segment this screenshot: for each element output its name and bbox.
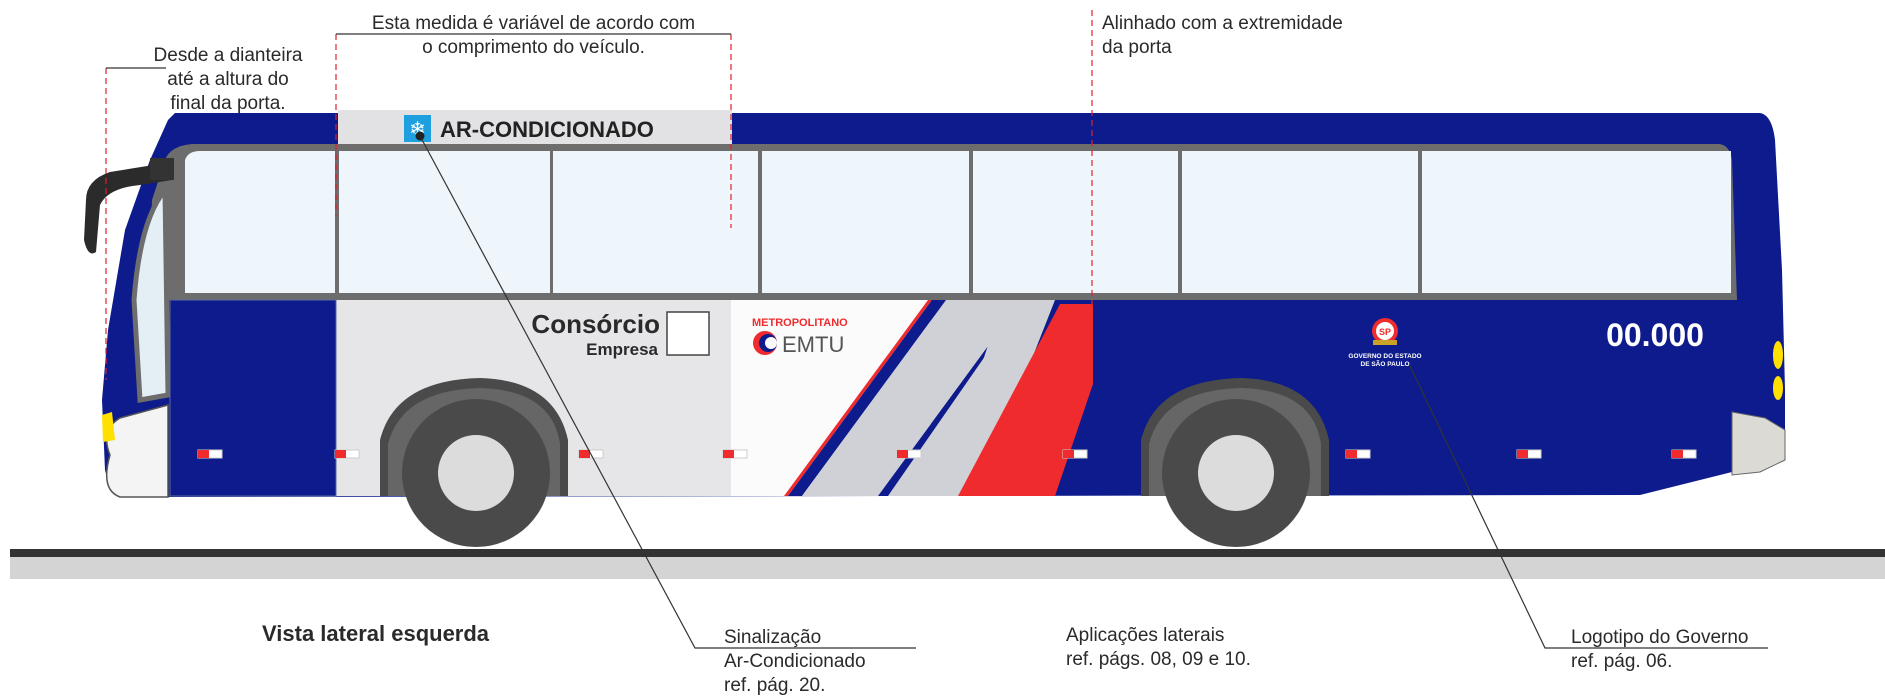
stripe-gray-3 [888,300,1055,496]
stripe-red-thin [784,300,932,496]
window-5 [1182,151,1418,293]
empresa-label: Empresa [586,340,658,359]
road-line [10,549,1885,557]
consorcio-label: Consórcio [531,309,660,339]
view-title: Vista lateral esquerda [262,621,490,646]
government-seal-icon: SP [1372,318,1398,345]
window-4 [973,151,1178,293]
stripe-gray-1 [802,300,1022,496]
ac-reference: Sinalização Ar-Condicionado ref. pág. 20… [724,627,866,696]
gov-line-2: DE SÃO PAULO [1361,359,1410,368]
window-2 [553,151,758,293]
headlight [102,412,115,442]
road-surface [10,557,1885,579]
rear-bumper [1731,411,1786,476]
government-logo-reference: Logotipo do Governo ref. pág. 06. [1571,627,1749,672]
rear-hub [1198,435,1274,511]
dimension-lines [105,10,1093,380]
annotation-leaders [106,33,1768,649]
fleet-number: 00.000 [1606,317,1704,353]
window-3 [762,151,969,293]
emtu-label: EMTU [782,332,844,357]
window-driver [185,151,335,293]
front-door [169,299,337,497]
length-note: Esta medida é variável de acordo com o c… [371,13,696,58]
stripe-navy-1 [788,300,946,496]
windshield [131,183,171,403]
window-1 [339,151,550,293]
ac-leader-dot [415,131,425,141]
front-note: Desde a dianteira até a altura do final … [153,45,303,114]
side-marker-lights [197,449,1697,459]
metropolitano-label: METROPOLITANO [752,317,848,329]
ac-sign-band [338,110,732,147]
side-mirror-icon [84,162,172,254]
mirror-mount [150,158,174,180]
stripe-gray-2 [950,300,1036,460]
door-note: Alinhado com a extremidade da porta [1102,13,1343,58]
ac-label: AR-CONDICIONADO [440,117,654,142]
window-6 [1422,151,1731,293]
front-hub [438,435,514,511]
side-applications-reference: Aplicações laterais ref. págs. 08, 09 e … [1066,625,1251,670]
rear-light-1 [1773,341,1783,369]
rear-light-2 [1773,376,1783,400]
stripe-red-wide [958,304,1093,496]
seal-initials: SP [1379,327,1391,337]
gov-line-1: GOVERNO DO ESTADO [1348,353,1421,360]
empresa-logo-box [666,311,710,356]
